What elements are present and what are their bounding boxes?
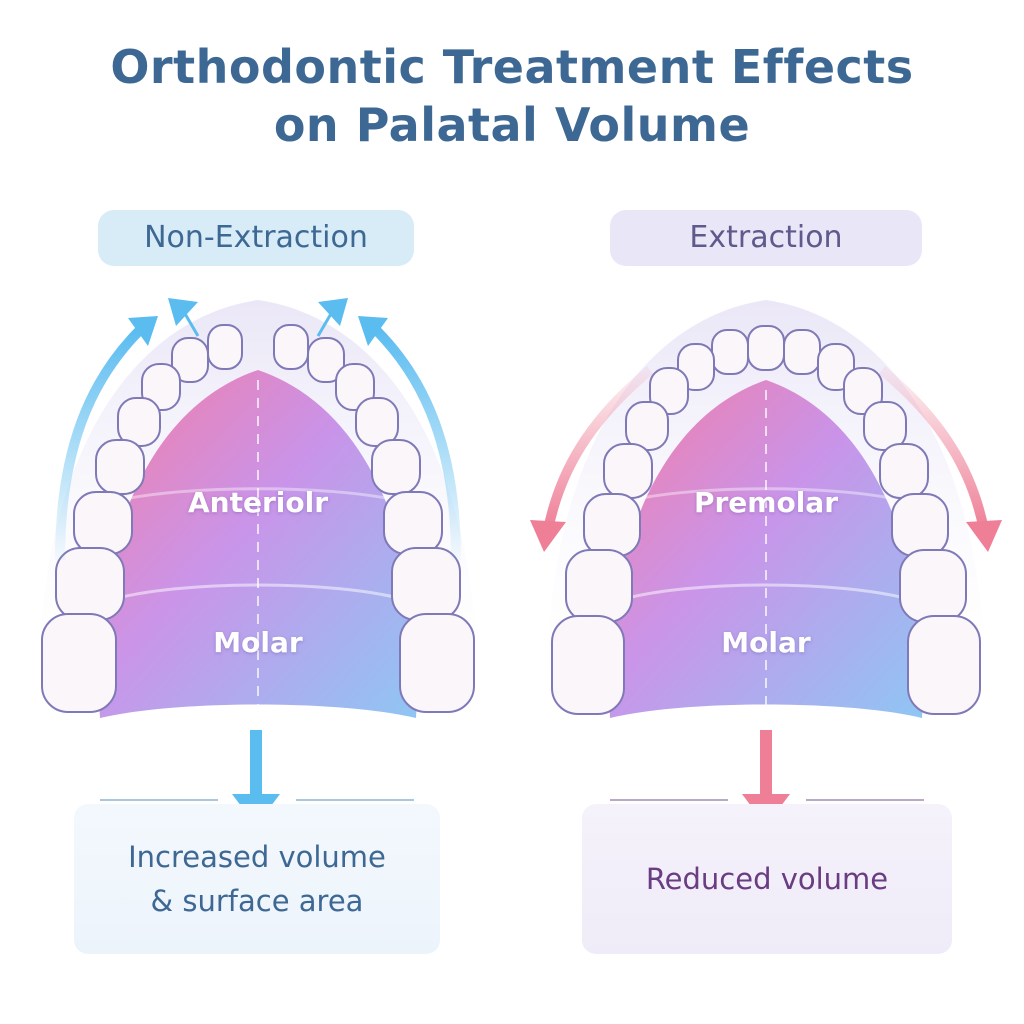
- title-line-1: Orthodontic Treatment Effects: [110, 40, 914, 94]
- extraction-result-text: Reduced volume: [645, 862, 889, 896]
- right-palate: [609, 380, 923, 718]
- left-teeth: [41, 324, 475, 713]
- title-line-2: on Palatal Volume: [273, 98, 751, 152]
- right-region-bottom-label: Molar: [721, 626, 811, 659]
- right-region-top-label: Premolar: [693, 486, 839, 519]
- non-extraction-result-box: Increased volume & surface area: [74, 804, 440, 954]
- left-region-top-label: Anteriolr: [187, 486, 329, 519]
- right-constriction-arrows: [530, 366, 1002, 552]
- left-region-bottom-label: Molar: [213, 626, 303, 659]
- non-extraction-panel: [39, 298, 477, 826]
- extraction-panel: [530, 300, 1002, 826]
- extraction-label: Extraction: [610, 210, 922, 266]
- non-extraction-label: Non-Extraction: [98, 210, 414, 266]
- extraction-result-box: Reduced volume: [582, 804, 952, 954]
- right-teeth: [551, 325, 981, 715]
- non-extraction-result-text: Increased volume & surface area: [128, 840, 386, 918]
- left-expansion-arrows: [55, 298, 461, 561]
- page-title: Orthodontic Treatment Effects on Palatal…: [0, 38, 1024, 154]
